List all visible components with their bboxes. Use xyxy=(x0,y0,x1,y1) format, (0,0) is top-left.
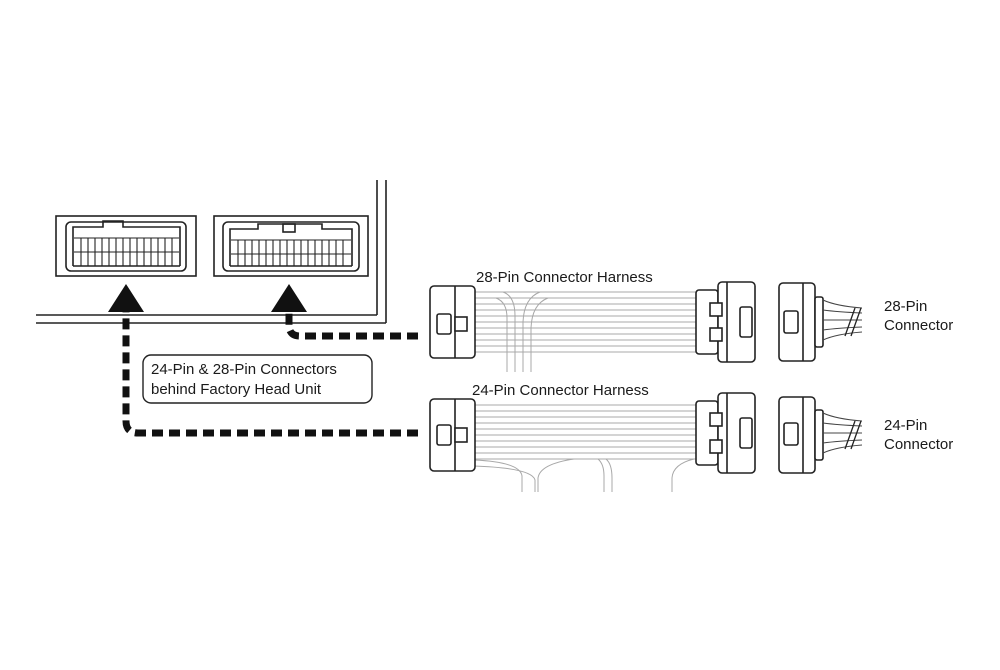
callout-box: 24-Pin & 28-Pin Connectors behind Factor… xyxy=(142,354,373,404)
harness-28-title: 28-Pin Connector Harness xyxy=(476,269,653,286)
head-unit-panel xyxy=(36,180,387,324)
pin-grid-24 xyxy=(74,237,179,266)
vehicle-24-pin-connector: 24-Pin Connector xyxy=(778,396,953,474)
harness-24-pin: 24-Pin Connector Harness xyxy=(429,382,756,492)
conn28-label-line-2: Connector xyxy=(884,317,953,334)
harness-28-pin: 28-Pin Connector Harness xyxy=(429,269,756,372)
harness-28-right-plug xyxy=(695,281,756,363)
callout-line-1: 24-Pin & 28-Pin Connectors xyxy=(151,361,337,378)
factory-28-pin-socket xyxy=(213,215,369,277)
harness-24-wires xyxy=(473,404,697,492)
cable-28-fanout xyxy=(822,299,863,341)
harness-24-right-plug xyxy=(695,392,756,474)
arrow-up-icon xyxy=(108,284,144,312)
routing-arrows xyxy=(108,284,418,437)
harness-28-left-plug xyxy=(429,285,476,359)
callout-line-2: behind Factory Head Unit xyxy=(151,381,322,398)
harness-24-left-plug xyxy=(429,398,476,472)
factory-24-pin-socket xyxy=(55,215,197,277)
vehicle-28-pin-connector: 28-Pin Connector xyxy=(778,282,953,362)
conn24-label-line-2: Connector xyxy=(884,436,953,453)
pin-grid-28 xyxy=(231,239,351,266)
arrow-up-icon xyxy=(271,284,307,312)
dashed-route-28 xyxy=(285,312,418,340)
harness-28-wires xyxy=(474,291,697,372)
cable-24-fanout xyxy=(822,412,863,454)
harness-24-title: 24-Pin Connector Harness xyxy=(472,382,649,399)
conn28-label-line-1: 28-Pin xyxy=(884,298,927,315)
dashed-route-24 xyxy=(122,312,418,437)
conn24-label-line-1: 24-Pin xyxy=(884,417,927,434)
